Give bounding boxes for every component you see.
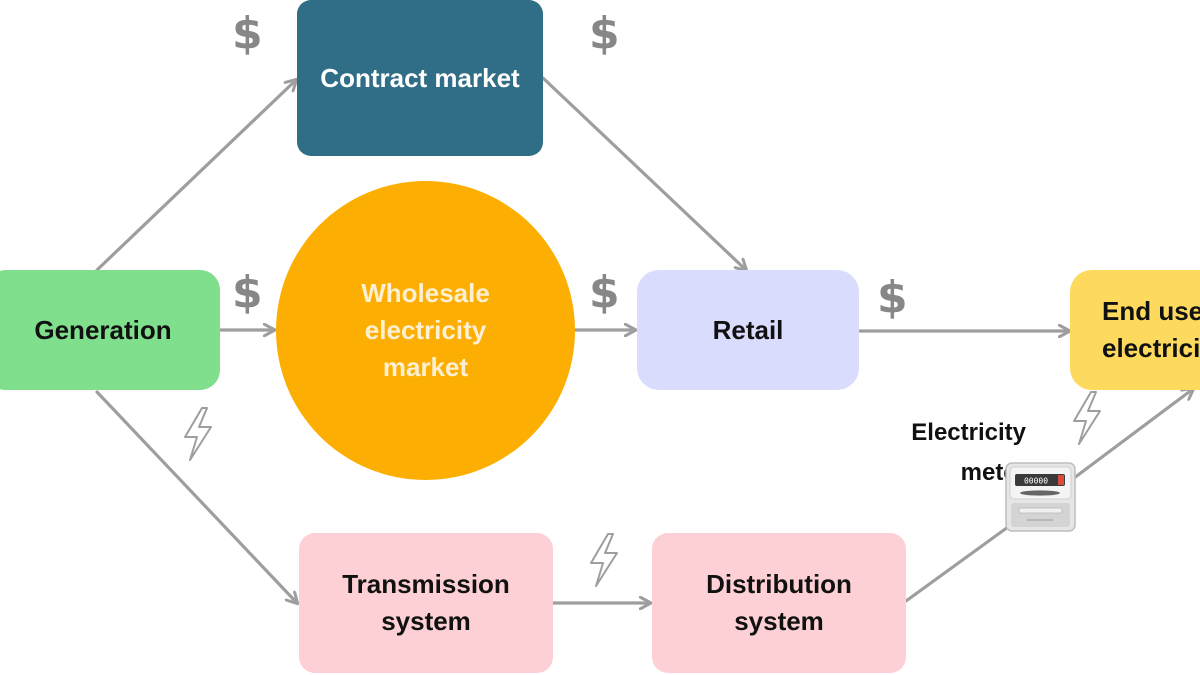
arrow-generation-to-transmission bbox=[95, 390, 297, 603]
dollar-icon: $ bbox=[589, 267, 620, 318]
meter-display: 00000 bbox=[1024, 477, 1048, 486]
dollar-icon: $ bbox=[589, 8, 620, 59]
lightning-bolt-icon bbox=[184, 407, 212, 461]
contract-market-node: Contract market bbox=[297, 0, 543, 156]
lightning-bolt-icon bbox=[590, 533, 618, 587]
retail-label: Retail bbox=[712, 314, 784, 345]
generation-node: Generation bbox=[0, 270, 220, 390]
dollar-icon: $ bbox=[232, 8, 263, 59]
electricity-meter-icon: 00000 bbox=[1005, 462, 1076, 532]
end-user-node: End user electricity bbox=[1070, 270, 1200, 390]
wholesale-market-node: Wholesale electricity market bbox=[276, 181, 575, 480]
distribution-system-label: Distribution system bbox=[706, 569, 852, 636]
transmission-system-label: Transmission system bbox=[342, 569, 510, 636]
distribution-system-node: Distribution system bbox=[652, 533, 906, 673]
arrow-meter-to-end-user bbox=[1072, 389, 1193, 480]
arrow-generation-to-contract bbox=[95, 80, 296, 272]
electricity-meter-label: Electricity meter bbox=[911, 419, 1026, 486]
retail-node: Retail bbox=[637, 270, 859, 390]
generation-label: Generation bbox=[34, 314, 172, 345]
arrow-contract-to-retail bbox=[541, 76, 746, 270]
lightning-bolt-icon bbox=[1073, 391, 1101, 445]
wholesale-market-label: Wholesale electricity market bbox=[361, 278, 490, 382]
dollar-icon: $ bbox=[232, 267, 263, 318]
end-user-label: End user electricity bbox=[1102, 296, 1200, 363]
transmission-system-node: Transmission system bbox=[299, 533, 553, 673]
line-distribution-to-meter bbox=[904, 525, 1010, 603]
dollar-icon: $ bbox=[877, 272, 908, 323]
contract-market-label: Contract market bbox=[320, 62, 520, 93]
